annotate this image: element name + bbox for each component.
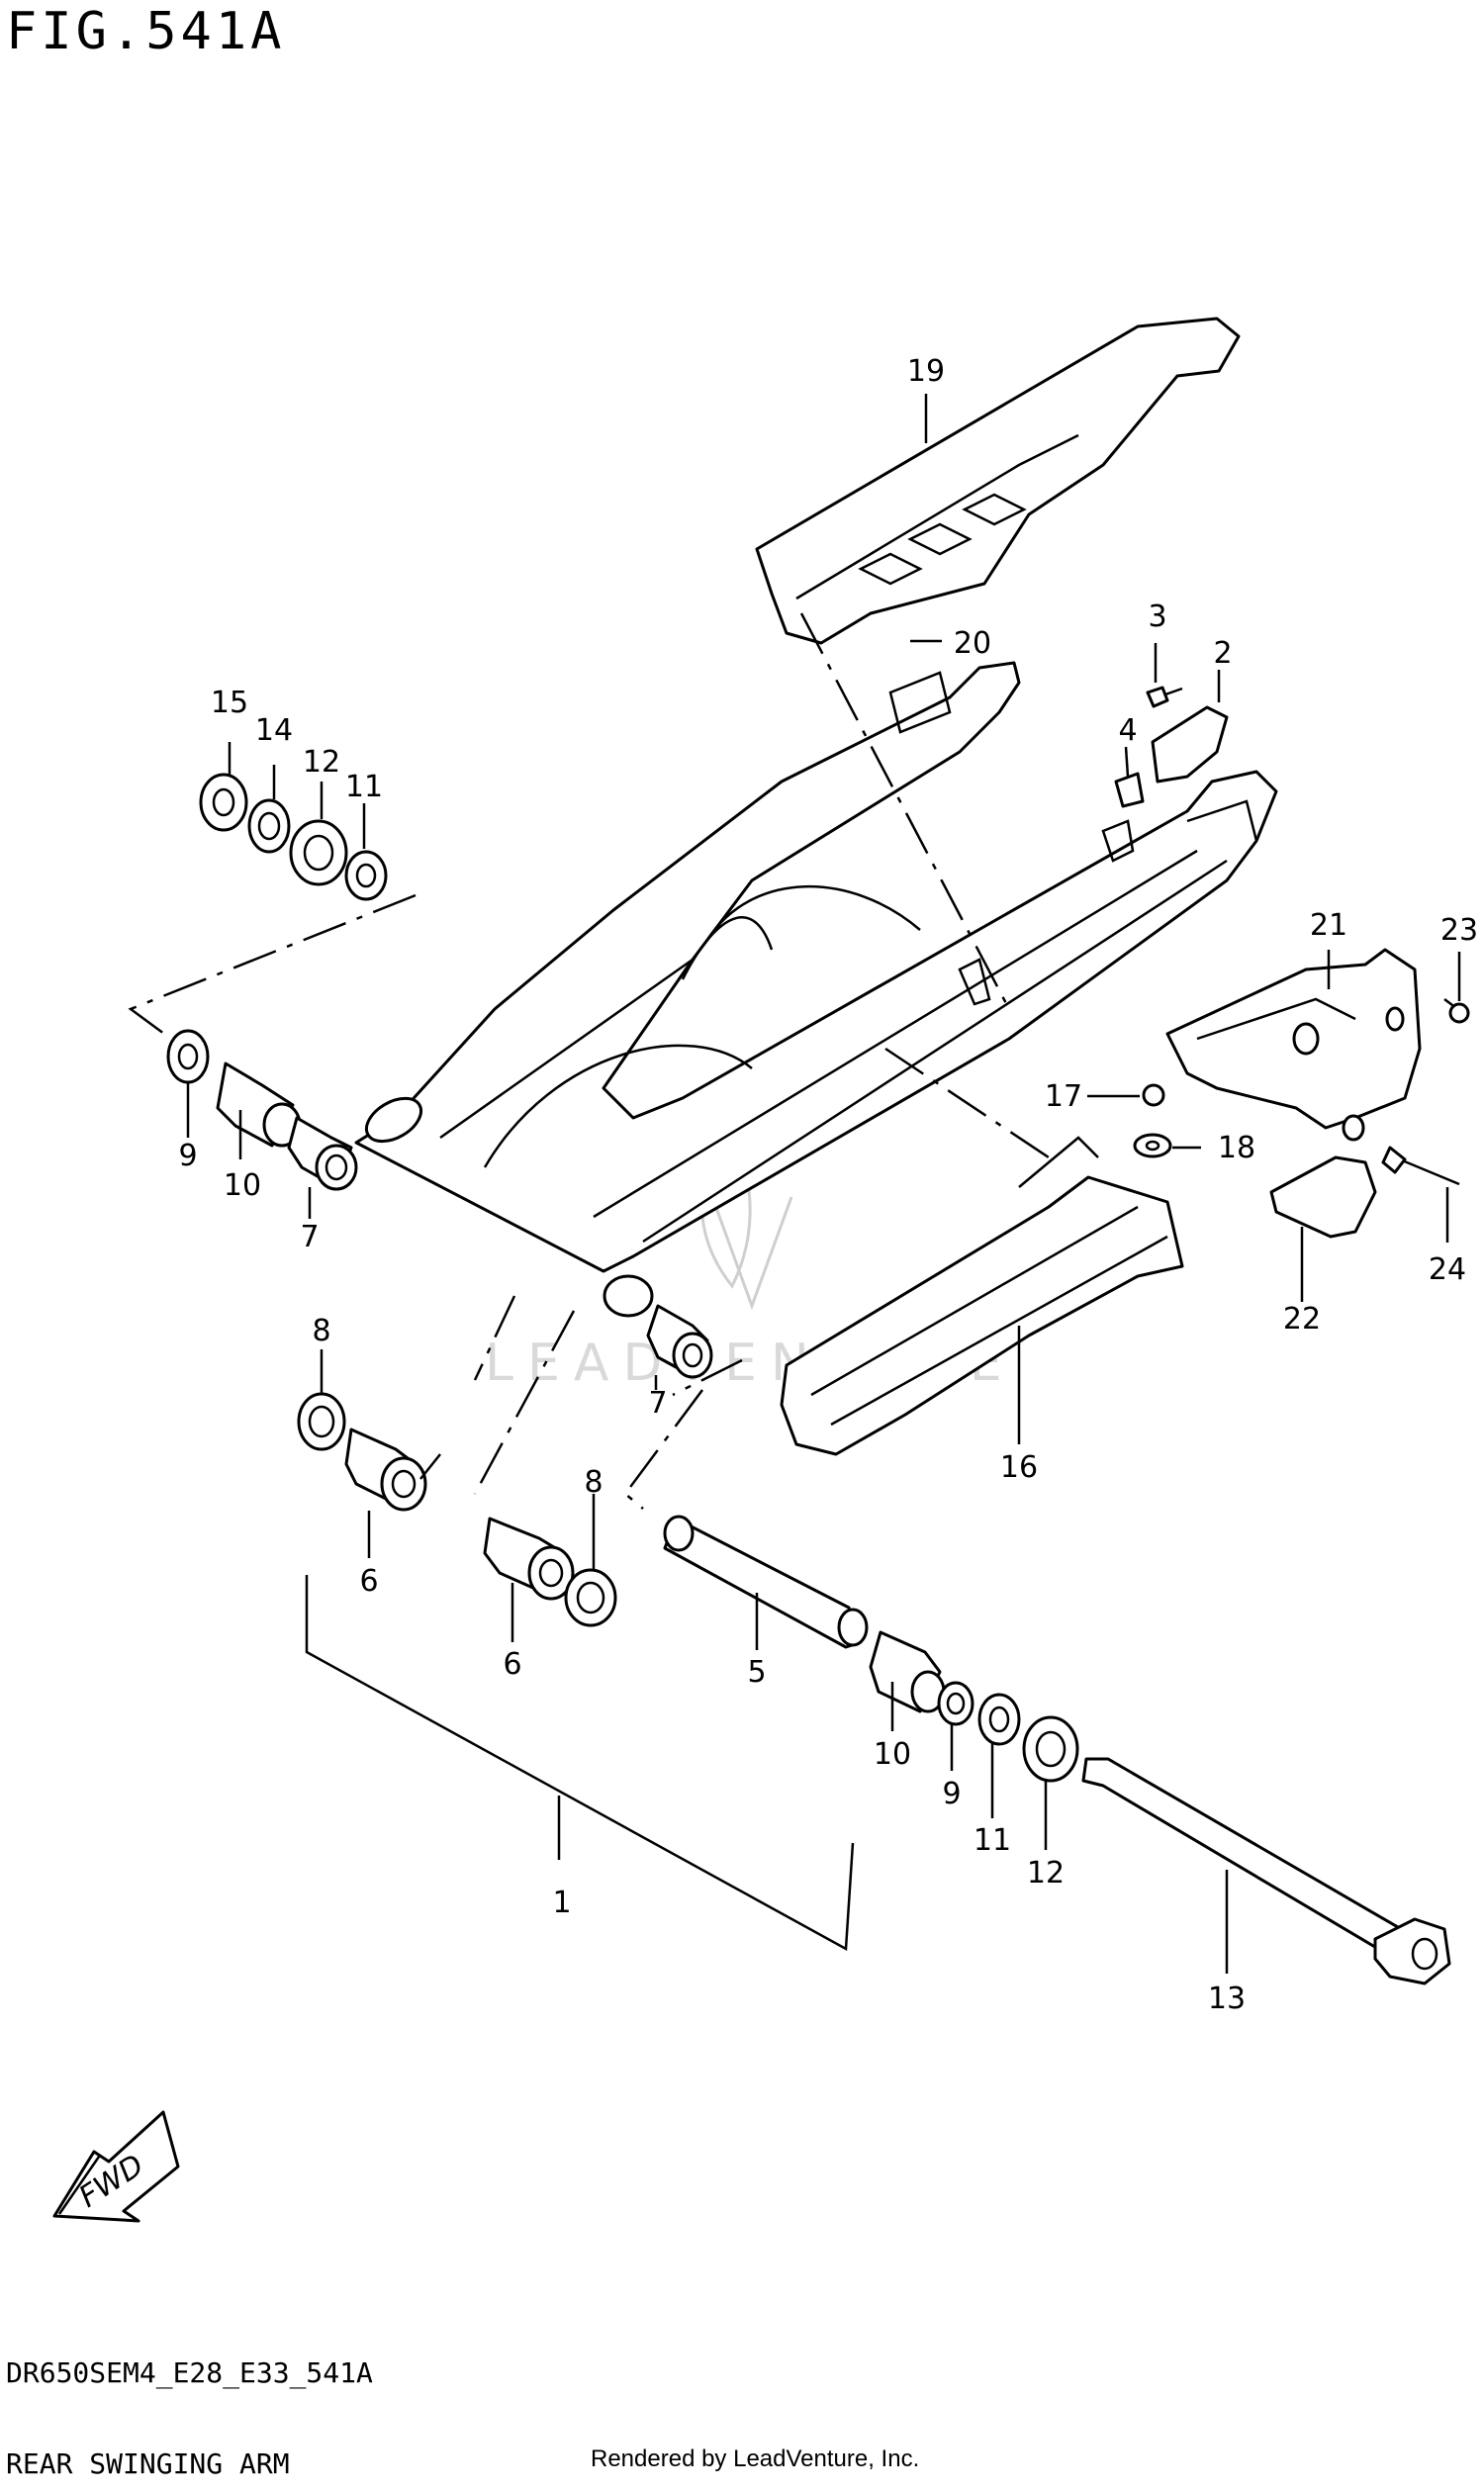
washer-part-18[interactable] [1133,1133,1172,1158]
group-bracket-part-1 [305,1575,855,1952]
seal-part-12-right[interactable] [1022,1715,1079,1783]
bearing-part-7-left[interactable] [287,1116,358,1191]
plate-part-2[interactable] [1151,705,1229,784]
callout-12-right: 12 [1027,1856,1065,1891]
seal-part-12-upper[interactable] [289,819,348,886]
bearing-part-6-left[interactable] [344,1428,427,1512]
spacer-part-10-left[interactable] [216,1061,302,1148]
washer-part-11-right[interactable] [977,1693,1021,1746]
assembly-center-lines [128,612,1050,1510]
washer-part-14[interactable] [247,798,291,854]
bearing-part-6-center[interactable] [483,1517,575,1601]
callout-18: 18 [1218,1131,1255,1165]
chain-guard-part-19[interactable] [755,317,1241,645]
callout-6-center: 6 [503,1647,521,1682]
callout-22: 22 [1283,1302,1321,1337]
figure-code: DR650SEM4_E28_E33_541A [6,2356,373,2389]
callout-4: 4 [1118,713,1137,748]
callout-6-left: 6 [359,1564,378,1599]
nut-part-15[interactable] [199,773,248,832]
bolt-part-23[interactable] [1443,998,1470,1024]
cover-part-22[interactable] [1269,1155,1377,1239]
seal-part-8-left[interactable] [297,1392,346,1451]
callout-14: 14 [255,713,293,748]
swing-arm-part-1[interactable] [354,661,1278,1318]
callout-3: 3 [1148,600,1166,634]
callout-20: 20 [954,626,991,661]
callout-2: 2 [1213,636,1232,671]
bearing-part-7-right[interactable] [646,1304,713,1379]
callout-24: 24 [1429,1252,1466,1287]
callout-8-left: 8 [312,1314,330,1348]
bolt-part-24[interactable] [1381,1146,1460,1186]
callout-12-upper: 12 [303,745,340,780]
washer-part-11-upper[interactable] [344,850,388,901]
callout-1: 1 [552,1886,571,1920]
clip-part-4[interactable] [1114,772,1145,808]
callout-7-right: 7 [648,1386,667,1421]
washer-part-9-left[interactable] [166,1029,210,1084]
bracket-part-21[interactable] [1165,948,1422,1142]
rendered-by-credit: Rendered by LeadVenture, Inc. [591,2445,920,2472]
callout-11-upper: 11 [345,770,383,804]
callout-13: 13 [1208,1982,1246,2016]
callout-9-right: 9 [942,1777,961,1811]
callout-16: 16 [1000,1450,1038,1485]
callout-5: 5 [747,1655,766,1690]
forward-direction-arrow: FWD [52,2110,180,2223]
callout-7-left: 7 [300,1220,319,1254]
washer-part-9-right[interactable] [937,1681,974,1726]
callout-10-left: 10 [224,1168,261,1203]
bolt-part-3[interactable] [1146,686,1183,708]
figure-name: REAR SWINGING ARM [6,2447,290,2480]
sleeve-part-5[interactable] [663,1515,869,1649]
callout-labels: 19 20 3 2 4 15 14 12 11 21 23 17 18 9 10… [178,354,1478,2016]
bolt-part-17[interactable] [1142,1083,1165,1107]
callout-19: 19 [907,354,945,389]
callout-9-left: 9 [178,1139,197,1173]
callout-17: 17 [1045,1079,1082,1114]
figure-title: FIG.541A [6,2,286,61]
callout-10-right: 10 [874,1737,911,1772]
pivot-bolt-part-13[interactable] [1081,1757,1451,1985]
chain-slider-part-16[interactable] [780,1136,1184,1456]
callout-11-right: 11 [974,1823,1011,1858]
callout-15: 15 [211,686,248,720]
callout-8-center: 8 [584,1465,603,1500]
callout-21: 21 [1310,908,1347,943]
spacer-part-10-right[interactable] [869,1630,946,1713]
callout-23: 23 [1440,913,1478,948]
leader-lines [186,394,1461,1974]
seal-part-8-center[interactable] [564,1568,617,1627]
